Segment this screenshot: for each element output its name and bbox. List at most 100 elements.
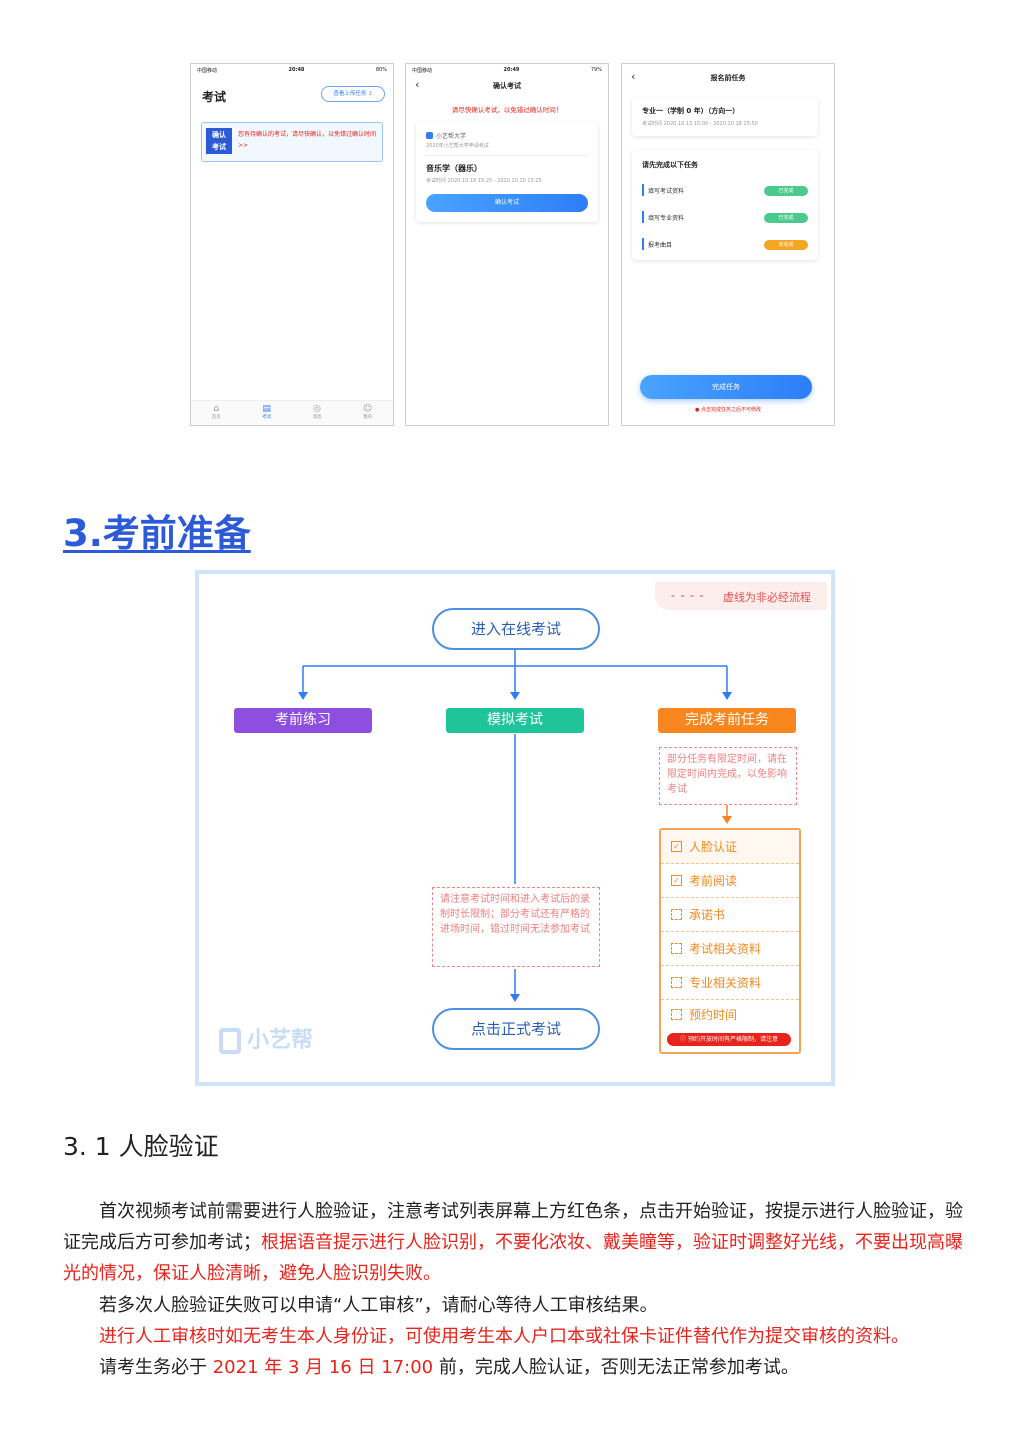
tab-profile[interactable]: ☺我的 xyxy=(363,401,372,425)
checkbox-empty-icon xyxy=(671,909,682,920)
paragraph-4-text-c: 前，完成人脸认证，否则无法正常参加考试。 xyxy=(433,1357,799,1378)
checkbox-empty-icon xyxy=(671,977,682,988)
notice-text: 您有待确认的考试，请尽快确认，以免错过确认时间 >> xyxy=(238,131,377,149)
phone-screenshot-exam-list: 中国移动 20:48 80% 考试 查看上传任务 ⇪ 确认 考试 您有待确认的考… xyxy=(190,63,394,426)
task-marker xyxy=(642,238,644,250)
watermark-logo: 小艺帮 xyxy=(219,1022,313,1054)
task-item-reading: ✓ 考前阅读 xyxy=(661,864,799,898)
back-arrow-icon[interactable]: ‹ xyxy=(415,78,420,91)
info-icon: ⓘ xyxy=(680,1036,687,1043)
message-icon: ◎ xyxy=(313,404,321,414)
complete-note: ● 点击完成任务之后不可修改 xyxy=(622,406,834,413)
task-status-2[interactable]: 已完成 xyxy=(764,213,808,223)
upload-tasks-button[interactable]: 查看上传任务 ⇪ xyxy=(321,86,385,102)
upload-icon: ⇪ xyxy=(368,91,373,97)
exam-time: 考试时间 2020.10.18 15:25 - 2020.10.20 15:25 xyxy=(426,178,542,184)
major-name: 专业一（学制 0 年）（方向一） xyxy=(642,107,740,115)
paragraph-4-text-a: 请考生务必于 xyxy=(99,1357,213,1378)
battery-label: 79% xyxy=(590,67,602,73)
tab-message-label: 消息 xyxy=(312,415,322,420)
confirm-exam-button[interactable]: 确认考试 xyxy=(426,194,588,212)
branch-mock-exam: 模拟考试 xyxy=(446,708,584,733)
task-item-label: 承诺书 xyxy=(689,908,726,922)
paragraph-3-text: 进行人工审核时如无考生本人身份证，可使用考生本人户口本或社保卡证件替代作为提交审… xyxy=(99,1326,909,1347)
paragraph-1-text: 首次视频考试前需要进行人脸验证，注意考试列表屏幕上方红色条，点击开始验证，按提示… xyxy=(63,1201,963,1253)
legend-box: - - - - 虚线为非必经流程 xyxy=(655,582,827,610)
warning-text: 请尽快确认考试，以免错过确认时间！ xyxy=(451,106,563,114)
task-item-label: 人脸认证 xyxy=(689,840,738,854)
task-header: 请先完成以下任务 xyxy=(642,161,698,169)
branch-pre-tasks: 完成考前任务 xyxy=(658,708,796,733)
brand-logo-icon xyxy=(219,1028,241,1054)
legend-dash: - - - - xyxy=(671,589,705,602)
clock: 20:49 xyxy=(503,67,520,73)
tab-profile-label: 我的 xyxy=(363,415,373,420)
phone-screenshot-pre-tasks: ‹ 报名前任务 专业一（学制 0 年）（方向一） 考试时间 2020.10.13… xyxy=(621,63,835,426)
watermark-text: 小艺帮 xyxy=(247,1028,314,1053)
tab-home-label: 首页 xyxy=(211,415,221,420)
flowchart: - - - - 虚线为非必经流程 进入在线考试 考前练习 模拟考试 完成考前任务… xyxy=(195,570,835,1086)
tab-exam[interactable]: ▤考试 xyxy=(262,401,271,425)
status-bar: 中国移动 20:49 79% xyxy=(406,64,608,76)
checkbox-empty-icon xyxy=(671,943,682,954)
start-node: 进入在线考试 xyxy=(432,608,600,650)
bottom-tab-bar: ⌂首页 ▤考试 ◎消息 ☺我的 xyxy=(191,400,393,425)
task-item-exam-docs: 考试相关资料 xyxy=(661,932,799,966)
confirm-exam-label: 确认考试 xyxy=(494,199,519,206)
home-icon: ⌂ xyxy=(213,404,220,414)
checkbox-checked-icon: ✓ xyxy=(671,841,682,852)
tab-exam-label: 考试 xyxy=(262,415,272,420)
tab-message[interactable]: ◎消息 xyxy=(312,401,321,425)
clock: 20:48 xyxy=(288,67,305,73)
task-status-3[interactable]: 去完成 xyxy=(764,240,808,250)
task-label-1: 填写考试资料 xyxy=(648,188,685,195)
complete-task-label: 完成任务 xyxy=(712,383,740,391)
tab-home[interactable]: ⌂首页 xyxy=(212,401,221,425)
task-marker xyxy=(642,211,644,223)
paragraph-2: 若多次人脸验证失败可以申请“人工审核”，请耐心等待人工审核结果。 xyxy=(63,1290,968,1321)
legend-text: 虚线为非必经流程 xyxy=(723,591,811,604)
divider xyxy=(426,155,588,156)
school-subtitle: 2020年小艺帮大学申请考试 xyxy=(426,143,489,149)
alert-icon: ● xyxy=(695,407,700,413)
flow-connectors xyxy=(298,650,732,1002)
exam-card: 小艺帮大学 2020年小艺帮大学申请考试 音乐学（器乐） 考试时间 2020.1… xyxy=(416,122,598,222)
paragraph-2-text: 若多次人脸验证失败可以申请“人工审核”，请耐心等待人工审核结果。 xyxy=(99,1295,658,1316)
badge-line-1: 确认 xyxy=(212,131,226,139)
paragraph-3: 进行人工审核时如无考生本人身份证，可使用考生本人户口本或社保卡证件替代作为提交审… xyxy=(63,1321,968,1352)
task-item-label: 考试相关资料 xyxy=(689,942,762,956)
pre-exam-task-list: ✓ 人脸认证 ✓ 考前阅读 承诺书 考试相关资料 专业相关资料 预约时间 ⓘ 预约开… xyxy=(659,828,801,1054)
confirm-notice-card[interactable]: 确认 考试 您有待确认的考试，请尽快确认，以免错过确认时间 >> xyxy=(201,122,383,162)
back-arrow-icon[interactable]: ‹ xyxy=(631,70,636,83)
profile-icon: ☺ xyxy=(362,404,373,414)
exam-icon: ▤ xyxy=(262,404,271,414)
checkbox-empty-icon xyxy=(671,1008,682,1020)
task-item-face: ✓ 人脸认证 xyxy=(661,830,799,864)
task-item-label: 专业相关资料 xyxy=(689,976,762,990)
exam-name: 音乐学（器乐） xyxy=(426,164,482,173)
end-node: 点击正式考试 xyxy=(432,1008,600,1050)
paragraph-1-highlight: 根据语音提示进行人脸识别，不要化浓妆、戴美瞳等，验证时调整好光线，不要出现高曝光… xyxy=(63,1232,963,1284)
page-title: 考试 xyxy=(202,90,227,104)
task-item-label: 预约时间 xyxy=(689,1007,738,1022)
task-item-appointment: 预约时间 xyxy=(661,1000,799,1028)
task-label-3: 报考曲目 xyxy=(648,242,673,249)
school-name: 小艺帮大学 xyxy=(436,133,467,140)
checkbox-checked-icon: ✓ xyxy=(671,875,682,886)
page-title: 确认考试 xyxy=(493,82,521,90)
battery-label: 80% xyxy=(375,67,387,73)
task-label-2: 填写专业资料 xyxy=(648,215,685,222)
paragraph-1: 首次视频考试前需要进行人脸验证，注意考试列表屏幕上方红色条，点击开始验证，按提示… xyxy=(63,1196,968,1289)
upload-tasks-label: 查看上传任务 xyxy=(333,91,367,97)
page-title: 报名前任务 xyxy=(710,74,746,82)
task-card: 请先完成以下任务 填写考试资料 已完成 填写专业资料 已完成 报考曲目 去完成 xyxy=(632,150,818,260)
status-bar: 中国移动 20:48 80% xyxy=(191,64,393,76)
deadline-date: 2021 年 3 月 16 日 17:00 xyxy=(212,1357,434,1378)
task-item-pledge: 承诺书 xyxy=(661,898,799,932)
complete-task-button[interactable]: 完成任务 xyxy=(640,375,812,399)
task-item-label: 考前阅读 xyxy=(689,874,738,888)
task-status-1[interactable]: 已完成 xyxy=(764,186,808,196)
major-card: 专业一（学制 0 年）（方向一） 考试时间 2020.10.13 15:00 -… xyxy=(632,98,818,136)
task-footer-badge: ⓘ 预约开放时间有严格限制，请注意 xyxy=(667,1033,791,1046)
section-heading: 3.考前准备 xyxy=(63,512,251,555)
